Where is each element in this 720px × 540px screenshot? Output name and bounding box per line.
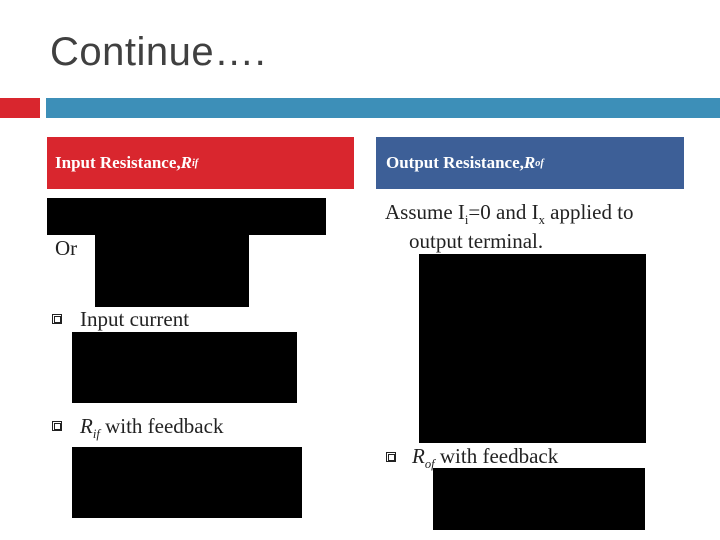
symbol: R	[80, 414, 93, 438]
header-text: Input Resistance,	[55, 153, 181, 172]
assume-text-line1: Assume Ii=0 and Ix applied to	[385, 200, 634, 228]
slide-title: Continue….	[50, 30, 267, 74]
header-symbol: R	[180, 153, 192, 172]
equation-image-4	[72, 447, 302, 518]
equation-image-5	[433, 468, 645, 530]
assume-part-c: applied to	[544, 200, 634, 224]
or-label: Or	[55, 236, 78, 260]
assume-sub-x: x	[538, 213, 545, 228]
assume-sub-i: i	[464, 213, 469, 228]
circuit-diagram-image	[419, 254, 646, 443]
rest: with feedback	[434, 444, 559, 468]
header-text: Output Resistance,	[386, 153, 524, 172]
assume-part-b: =0 and I	[468, 200, 539, 224]
assume-text-line2: output terminal.	[409, 229, 544, 253]
symbol: R	[412, 444, 425, 468]
bullet-icon	[52, 421, 62, 431]
subscript: of	[424, 457, 435, 472]
accent-bar-blue	[46, 98, 720, 118]
subscript: if	[92, 427, 100, 442]
equation-image-2	[95, 235, 249, 307]
rof-feedback-text: Rof with feedback	[412, 444, 558, 472]
bullet-icon	[52, 314, 62, 324]
equation-image-3	[72, 332, 297, 403]
accent-bar-red	[0, 98, 40, 118]
equation-image-1	[47, 198, 326, 235]
assume-part-a: Assume I	[385, 200, 465, 224]
header-subscript: of	[535, 157, 544, 169]
rif-feedback-text: Rif with feedback	[80, 414, 223, 442]
header-symbol: R	[523, 153, 536, 172]
header-subscript: if	[191, 157, 199, 169]
bullet-icon	[386, 452, 396, 462]
input-current-text: Input current	[80, 307, 190, 331]
rest: with feedback	[99, 414, 224, 438]
